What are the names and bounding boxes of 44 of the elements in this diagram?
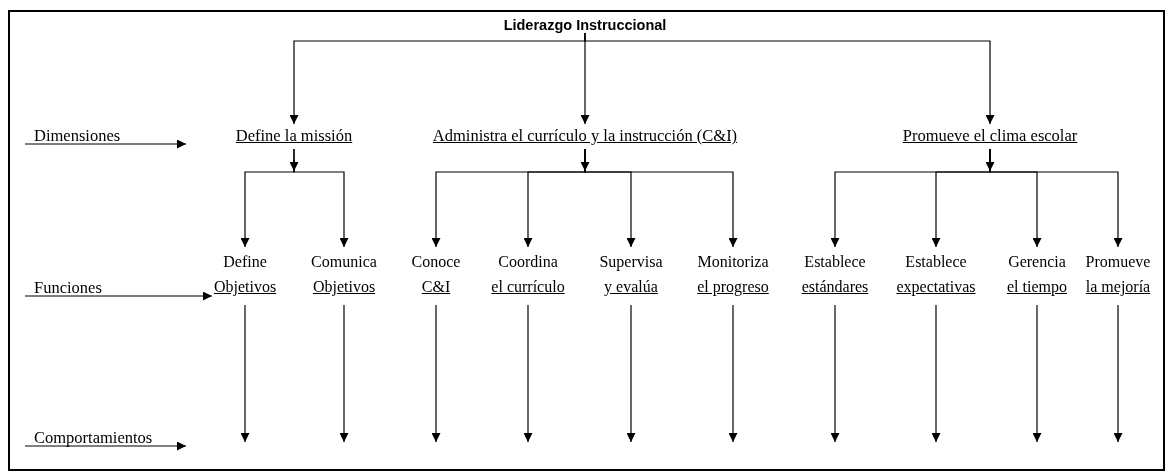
arrow <box>24 441 187 451</box>
arrow <box>626 304 636 443</box>
function-label: Establece <box>905 252 967 272</box>
function-label: Define <box>223 252 267 272</box>
dimension-label: Define la missión <box>235 126 353 146</box>
arrow <box>24 291 213 301</box>
function-label-underlined: el currículo <box>491 277 565 297</box>
function-label: Conoce <box>411 252 461 272</box>
function-label-underlined: el tiempo <box>1007 277 1067 298</box>
arrow <box>584 148 738 248</box>
arrow <box>830 304 840 443</box>
function-label: Establece <box>804 252 866 272</box>
arrow <box>728 304 738 443</box>
row-label: Dimensiones <box>34 126 121 146</box>
function-label: Supervisa <box>599 252 663 273</box>
function-label: Monitoriza <box>697 252 769 272</box>
arrow <box>584 32 995 125</box>
function-label: Coordina <box>498 252 558 272</box>
function-label: Comunica <box>311 252 377 272</box>
function-label-underlined: expectativas <box>896 277 976 298</box>
dimension-label: Administra el currículo y la instrucción (C&I) <box>432 126 738 146</box>
row-label: Comportamientos <box>34 428 153 448</box>
arrow <box>431 304 441 443</box>
arrow <box>339 304 349 443</box>
arrow <box>523 304 533 443</box>
dimension-label: Promueve el clima escolar <box>902 126 1078 146</box>
function-label: Gerencia <box>1008 252 1066 272</box>
arrow <box>989 148 1123 248</box>
function-label: Promueve <box>1085 252 1151 272</box>
arrow <box>1113 304 1123 443</box>
arrow <box>1032 304 1042 443</box>
function-label-underlined: estándares <box>801 277 869 297</box>
arrow <box>24 139 187 149</box>
function-label-underlined: Objetivos <box>312 277 376 298</box>
function-label-underlined: y evalúa <box>604 277 658 298</box>
diagram-title: Liderazgo Instruccional <box>503 17 667 33</box>
function-label-underlined: el progreso <box>697 277 769 298</box>
function-label-underlined: la mejoría <box>1085 277 1151 298</box>
arrow <box>240 304 250 443</box>
arrow <box>293 148 349 248</box>
function-label-underlined: Objetivos <box>213 277 277 298</box>
arrow <box>931 304 941 443</box>
row-label: Funciones <box>34 278 102 298</box>
function-label-underlined: C&I <box>421 277 451 297</box>
